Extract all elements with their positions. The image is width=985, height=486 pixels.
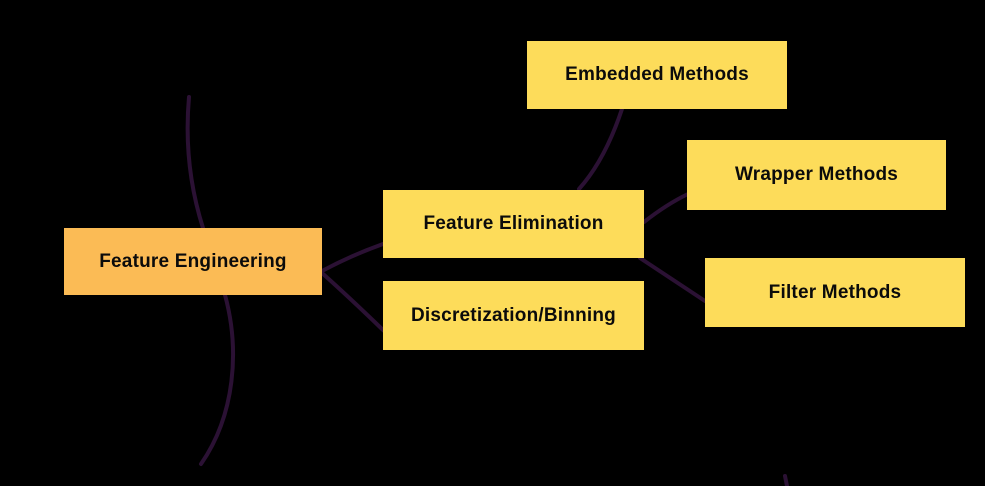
edge-feature-engineering-feature-elimination bbox=[320, 242, 385, 273]
node-discretization-binning-label: Discretization/Binning bbox=[411, 304, 616, 326]
edge-feature-engineering-offscreen-top bbox=[185, 95, 205, 230]
node-feature-engineering[interactable]: Feature Engineering bbox=[64, 228, 322, 295]
edge-offscreen-bottom-stub bbox=[783, 474, 789, 486]
edge-feature-elimination-embedded-methods bbox=[577, 107, 624, 191]
node-filter-methods[interactable]: Filter Methods bbox=[705, 258, 965, 327]
node-wrapper-methods-label: Wrapper Methods bbox=[734, 164, 899, 185]
node-wrapper-methods[interactable]: Wrapper Methods bbox=[687, 140, 946, 210]
node-embedded-methods[interactable]: Embedded Methods bbox=[527, 41, 787, 109]
edge-feature-elimination-filter-methods bbox=[638, 256, 707, 303]
node-feature-elimination-label: Feature Elimination bbox=[423, 213, 604, 234]
node-feature-engineering-label: Feature Engineering bbox=[99, 250, 287, 272]
edge-feature-engineering-discretization-binning bbox=[320, 271, 386, 333]
edge-feature-engineering-offscreen-bottom bbox=[199, 293, 236, 466]
node-embedded-methods-label: Embedded Methods bbox=[565, 64, 749, 85]
node-filter-methods-label: Filter Methods bbox=[768, 281, 902, 303]
node-feature-elimination[interactable]: Feature Elimination bbox=[383, 190, 644, 258]
edge-feature-elimination-wrapper-methods bbox=[642, 192, 690, 224]
node-discretization-binning[interactable]: Discretization/Binning bbox=[383, 281, 644, 350]
